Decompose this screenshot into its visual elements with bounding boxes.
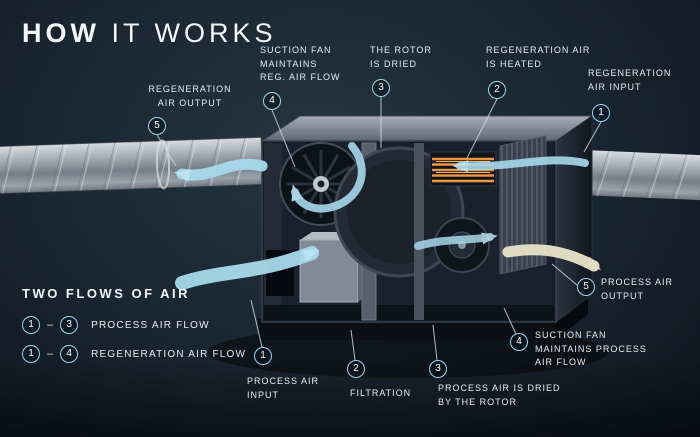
callout-label-suction-process: SUCTION FAN MAINTAINS PROCESS AIR FLOW [535,330,647,367]
callout-badge-suction-process: 4 [510,333,528,351]
flow-arrows [174,142,602,290]
process-air-input-arrow [175,246,320,290]
legend-row-process: 1 – 3 PROCESS AIR FLOW [22,316,246,334]
regen-air-output-arrow [174,158,268,182]
legend-dash-1: – [47,319,54,331]
legend-badge-3: 3 [60,316,79,334]
grille-panel [499,135,547,275]
callout-label-regen-input: REGENERATION AIR INPUT [588,68,672,92]
process-through-rotor-arrow [414,232,498,250]
callout-badge-regen-input: 1 [592,104,610,122]
callout-badge-rotor-dried: 3 [372,79,390,97]
leader-lines [156,97,602,361]
callout-badge-regen-output: 5 [148,117,166,135]
legend-badge-1b: 1 [22,345,40,363]
callout-badge-regen-heated: 2 [488,81,506,99]
callout-label-process-dried: PROCESS AIR IS DRIED BY THE ROTOR [438,383,561,407]
callout-badge-process-input: 1 [254,347,272,365]
process-air-output-arrow [502,244,602,272]
callout-label-suction-reg: SUCTION FAN MAINTAINS REG. AIR FLOW [260,45,341,82]
callout-badge-process-dried: 3 [429,360,447,378]
title-word-how: HOW [22,18,100,48]
regen-fan-swirl-arrow [291,142,366,213]
callout-label-regen-heated: REGENERATION AIR IS HEATED [486,45,591,69]
callout-badge-suction-reg: 4 [263,92,281,110]
callout-badge-process-output: 5 [577,278,595,296]
legend: TWO FLOWS OF AIR 1 – 3 PROCESS AIR FLOW … [22,286,246,374]
legend-badge-4: 4 [60,345,79,363]
legend-dash-2: – [47,348,54,360]
callout-label-process-output: PROCESS AIR OUTPUT [601,277,674,301]
title-word-it-works: IT WORKS [111,18,277,48]
page-title: HOW IT WORKS [22,18,277,49]
regen-air-input-arrow [452,156,589,173]
callout-label-process-input: PROCESS AIR INPUT [247,376,320,400]
callout-label-filtration: FILTRATION [350,388,412,398]
legend-badge-1a: 1 [22,316,40,334]
legend-title: TWO FLOWS OF AIR [22,286,191,301]
callout-badge-filtration: 2 [347,360,365,378]
callout-label-rotor-dried: THE ROTOR IS DRIED [370,45,432,69]
legend-label-process: PROCESS AIR FLOW [91,319,210,331]
callout-label-regen-output: REGENERATION AIR OUTPUT [148,84,232,108]
legend-row-regeneration: 1 – 4 REGENERATION AIR FLOW [22,345,246,363]
legend-label-regeneration: REGENERATION AIR FLOW [91,348,247,360]
